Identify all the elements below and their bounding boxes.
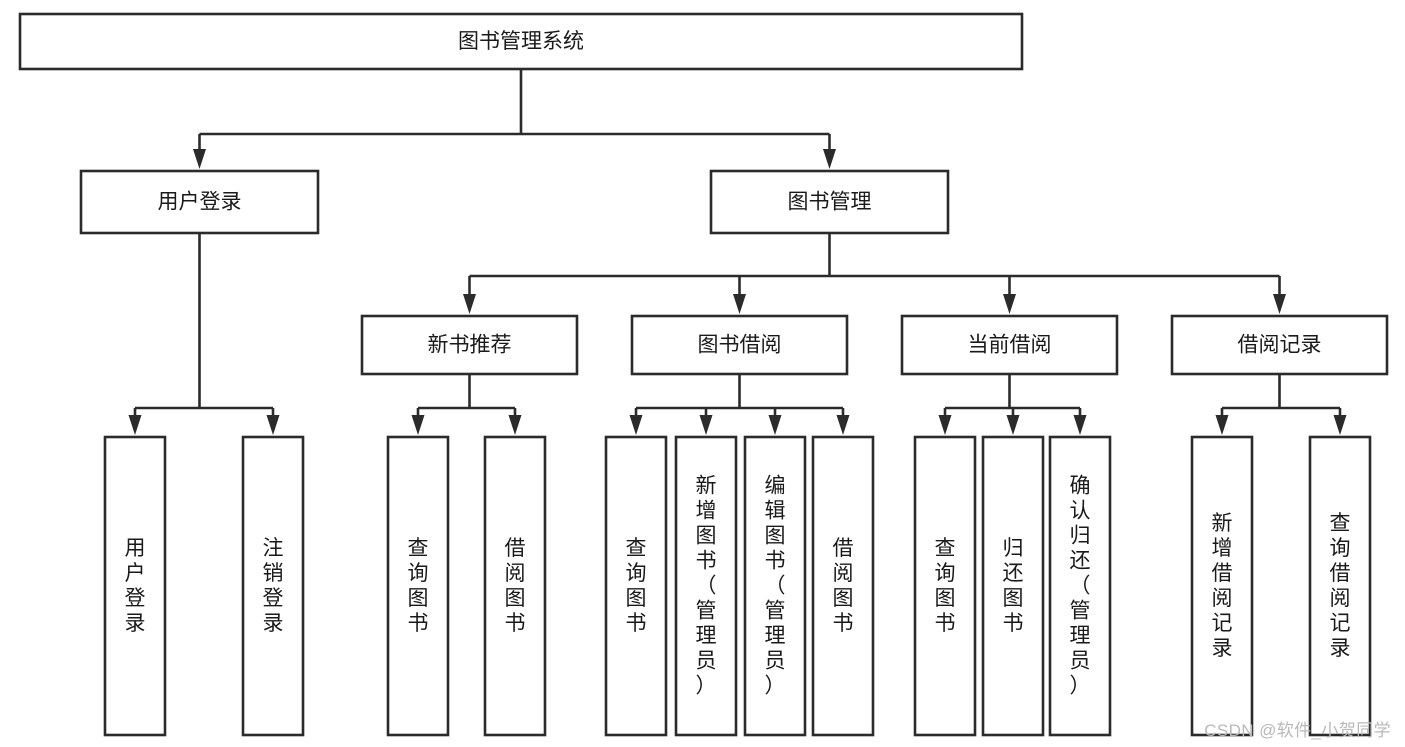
node-leaf-logout[interactable]: 注销登录 [241,435,305,737]
node-label: 借阅图书 [833,537,854,635]
arrow-head-icon [699,415,713,435]
node-label: 确认归还（管理员） [1070,475,1091,698]
arrow-head-icon [128,415,142,435]
node-leaf-query-book-3[interactable]: 查询图书 [913,435,977,737]
node-label: 新增图书（管理员） [696,475,717,698]
node-leaf-return-book[interactable]: 归还图书 [981,435,1045,737]
node-box [241,435,305,737]
node-label: 注销登录 [263,537,284,635]
node-label: 新书推荐 [428,334,512,357]
node-leaf-borrow-book-2[interactable]: 借阅图书 [811,435,875,737]
arrow-head-icon [1333,415,1347,435]
node-label: 用户登录 [125,537,146,635]
arrow-head-icon [463,294,476,314]
arrow-head-icon [1003,294,1016,314]
node-root[interactable]: 图书管理系统 [18,12,1024,71]
node-label: 新增借阅记录 [1212,512,1233,660]
node-label: 查询图书 [626,537,647,635]
node-label: 图书管理 [788,191,872,214]
node-leaf-query-record[interactable]: 查询借阅记录 [1308,435,1372,737]
arrow-head-icon [266,415,280,435]
node-leaf-edit-book[interactable]: 编辑图书（管理员） [743,435,807,737]
node-user-login[interactable]: 用户登录 [79,169,320,235]
node-label: 用户登录 [158,191,242,214]
node-box [709,169,950,235]
node-box [630,314,849,376]
node-box [1048,435,1112,737]
arrow-head-icon [823,149,836,169]
node-box [1170,314,1389,376]
node-book-manage[interactable]: 图书管理 [709,169,950,235]
node-box [981,435,1045,737]
node-label: 图书借阅 [698,334,782,357]
node-box [913,435,977,737]
node-book-borrow[interactable]: 图书借阅 [630,314,849,376]
node-label: 查询图书 [408,537,429,635]
arrow-head-icon [1006,415,1020,435]
node-leaf-borrow-book-1[interactable]: 借阅图书 [483,435,547,737]
arrow-head-icon [938,415,952,435]
arrow-head-icon [629,415,643,435]
node-leaf-add-record[interactable]: 新增借阅记录 [1190,435,1254,737]
node-box [811,435,875,737]
arrow-head-icon [733,294,746,314]
node-leaf-add-book[interactable]: 新增图书（管理员） [674,435,738,737]
node-label: 借阅图书 [505,537,526,635]
node-label: 查询图书 [935,537,956,635]
node-current-borrow[interactable]: 当前借阅 [900,314,1119,376]
node-box [604,435,668,737]
node-box [103,435,167,737]
arrow-head-icon [768,415,782,435]
node-leaf-user-login[interactable]: 用户登录 [103,435,167,737]
node-box [18,12,1024,71]
node-box [1308,435,1372,737]
connector-layer [128,69,1347,435]
arrow-head-icon [836,415,850,435]
node-box [386,435,450,737]
node-box [79,169,320,235]
node-leaf-confirm-return[interactable]: 确认归还（管理员） [1048,435,1112,737]
node-layer: 图书管理系统用户登录图书管理新书推荐图书借阅当前借阅借阅记录用户登录注销登录查询… [18,12,1389,737]
node-leaf-query-book-2[interactable]: 查询图书 [604,435,668,737]
arrow-head-icon [1073,415,1087,435]
node-label: 查询借阅记录 [1330,512,1351,660]
node-label: 图书管理系统 [458,30,584,53]
arrow-head-icon [411,415,425,435]
node-borrow-record[interactable]: 借阅记录 [1170,314,1389,376]
node-new-book-rec[interactable]: 新书推荐 [360,314,579,376]
node-box [743,435,807,737]
arrow-head-icon [193,149,206,169]
arrow-head-icon [1215,415,1229,435]
node-box [1190,435,1254,737]
arrow-head-icon [508,415,522,435]
node-label: 当前借阅 [968,334,1052,357]
node-box [360,314,579,376]
node-label: 借阅记录 [1238,334,1322,357]
node-box [674,435,738,737]
node-box [900,314,1119,376]
node-label: 归还图书 [1003,537,1024,635]
node-box [483,435,547,737]
node-leaf-query-book-1[interactable]: 查询图书 [386,435,450,737]
node-label: 编辑图书（管理员） [765,475,786,698]
arrow-head-icon [1273,294,1286,314]
